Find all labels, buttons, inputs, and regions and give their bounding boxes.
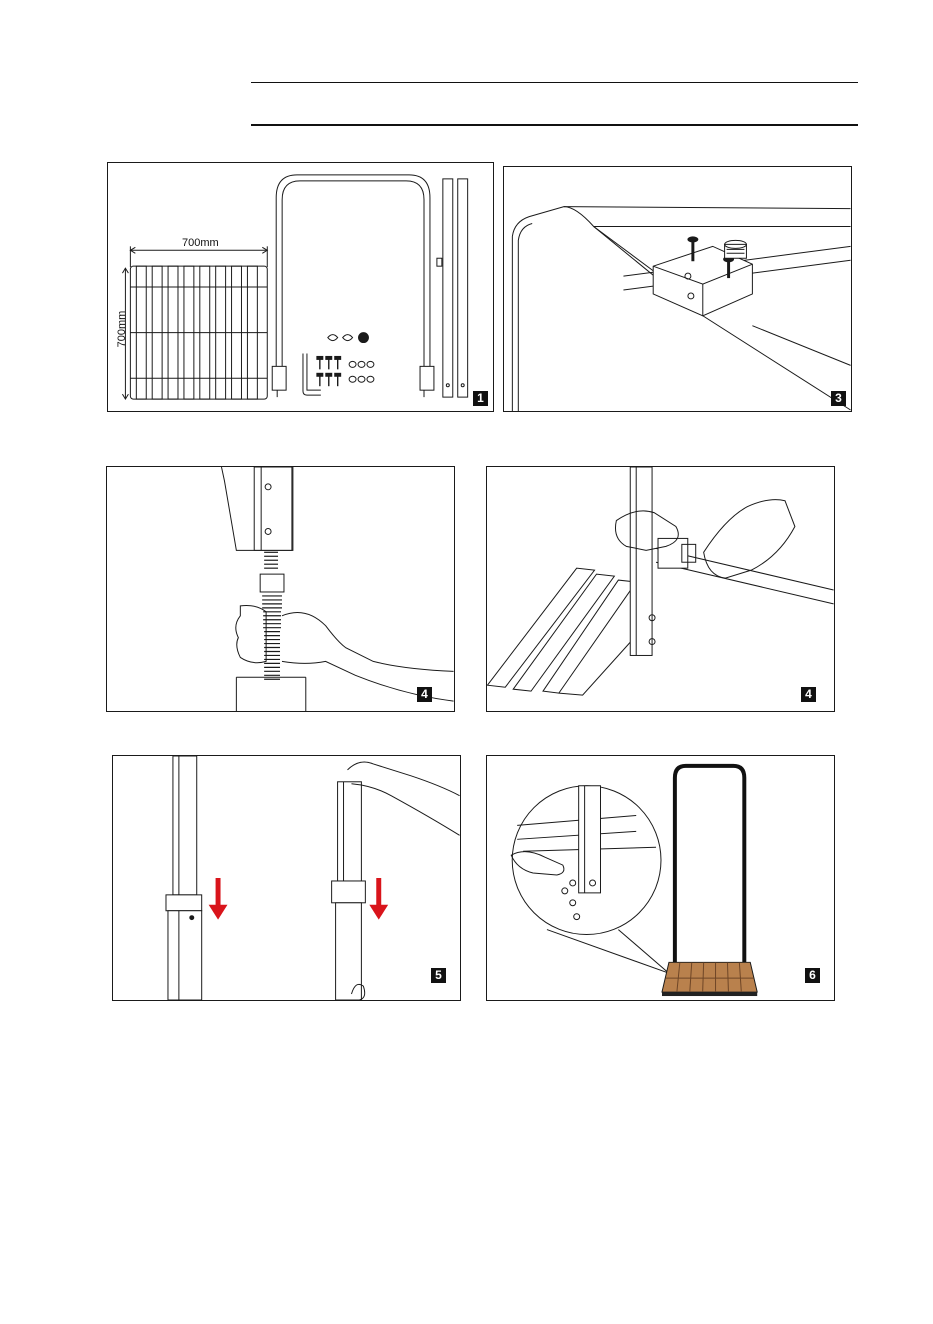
step-number-badge: 3 bbox=[831, 391, 846, 406]
panel-step-6: 6 bbox=[486, 755, 835, 1001]
panel-step-4-post: 4 bbox=[486, 466, 835, 712]
hose-connection-illustration bbox=[107, 467, 454, 711]
header-rule-top bbox=[251, 82, 858, 83]
mounting-block-illustration bbox=[504, 167, 851, 411]
post-attach-illustration bbox=[487, 467, 834, 711]
tube-insertion-illustration bbox=[113, 756, 460, 1000]
dimension-height-label: 700mm bbox=[116, 303, 128, 355]
step-number-badge: 6 bbox=[805, 968, 820, 983]
hardware-set bbox=[317, 333, 374, 387]
panel-step-5: 5 bbox=[112, 755, 461, 1001]
parts-overview-illustration bbox=[108, 163, 493, 411]
finished-assembly-illustration bbox=[487, 756, 834, 1000]
dimension-width-label: 700mm bbox=[182, 237, 219, 249]
step-number-badge: 1 bbox=[473, 391, 488, 406]
header-rule-bottom bbox=[251, 124, 858, 126]
step-number-badge: 4 bbox=[801, 687, 816, 702]
panel-step-1: 700mm 700mm 1 bbox=[107, 162, 494, 412]
step-number-badge: 5 bbox=[431, 968, 446, 983]
panel-step-4-hose: 4 bbox=[106, 466, 455, 712]
teak-deck bbox=[662, 962, 757, 996]
step-number-badge: 4 bbox=[417, 687, 432, 702]
panel-step-3: 3 bbox=[503, 166, 852, 412]
